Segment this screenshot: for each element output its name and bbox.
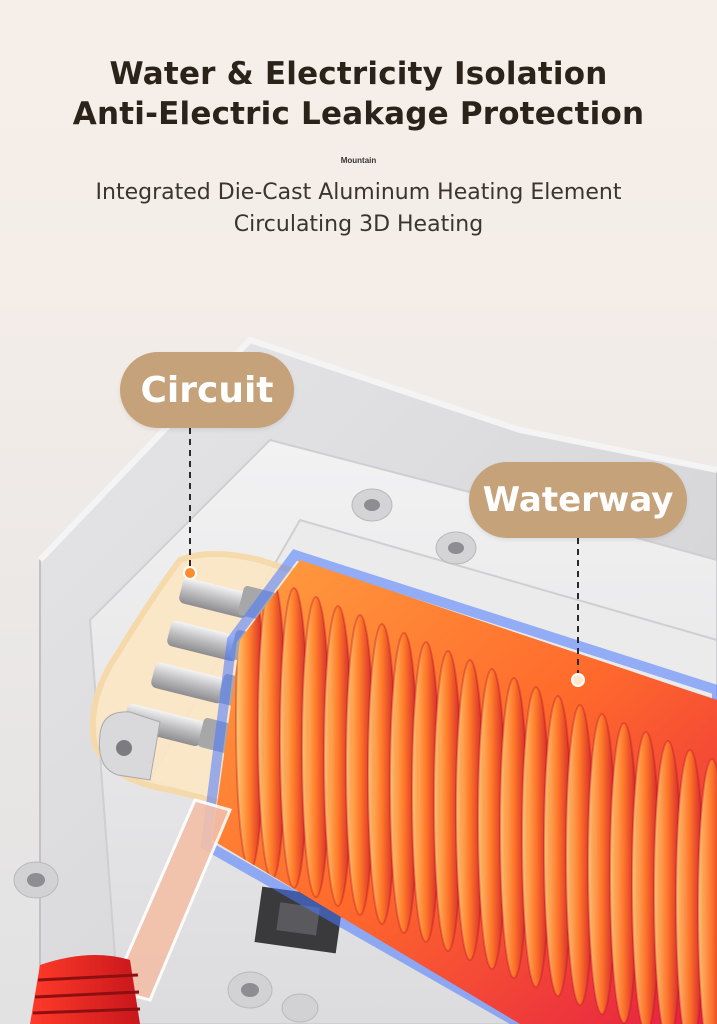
pipe-fitting	[30, 955, 141, 1024]
waterway-callout-label: Waterway	[482, 480, 674, 520]
waterway-marker-dot	[571, 673, 585, 687]
circuit-callout: Circuit	[120, 352, 294, 428]
brand-label: Mountain	[340, 156, 377, 165]
subtitle-line-1: Integrated Die-Cast Aluminum Heating Ele…	[95, 180, 622, 205]
heating-coil	[212, 560, 717, 1024]
waterway-callout: Waterway	[469, 462, 687, 538]
subtitle-line-2: Circulating 3D Heating	[233, 212, 484, 237]
title-line-2: Anti-Electric Leakage Protection	[72, 96, 645, 132]
circuit-marker-dot	[183, 566, 197, 580]
screw-boss-top	[351, 488, 477, 565]
inlet-tube	[109, 798, 233, 1002]
title-line-1: Water & Electricity Isolation	[109, 56, 608, 92]
screw-boss-bottom	[13, 861, 319, 1023]
circuit-callout-label: Circuit	[140, 369, 274, 411]
coil-ring	[697, 758, 717, 1024]
